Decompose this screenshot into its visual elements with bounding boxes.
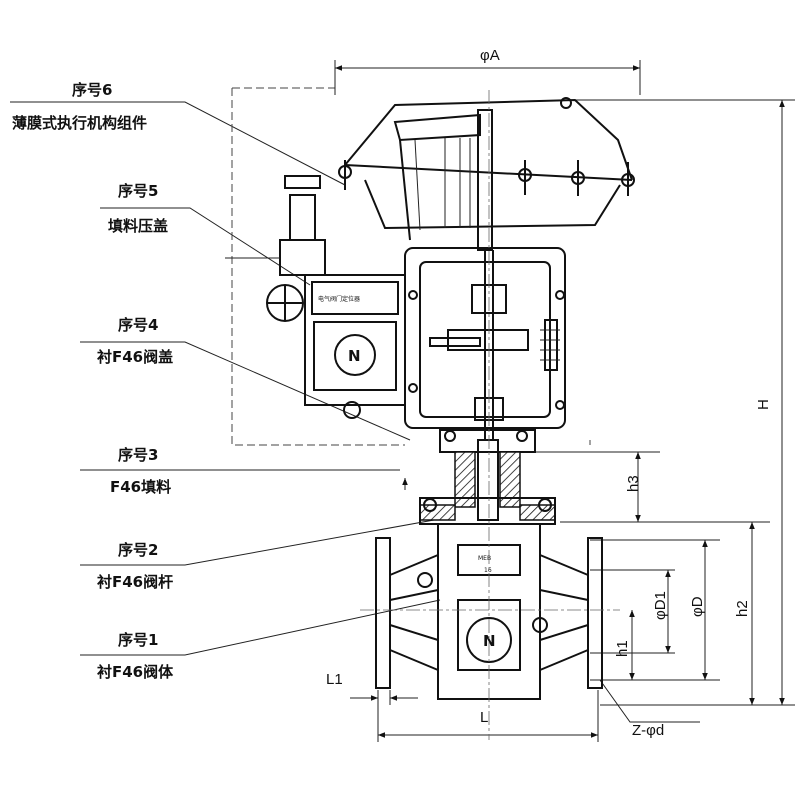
callout-1: 序号1 衬F46阀体 xyxy=(97,631,174,681)
callout-6: 序号6 薄膜式执行机构组件 xyxy=(12,81,147,132)
actuator-envelope-outline xyxy=(231,87,591,446)
callout-3-name: F46填料 xyxy=(110,478,171,496)
callout-1-number: 序号1 xyxy=(118,631,158,649)
callout-4: 序号4 衬F46阀盖 xyxy=(97,316,173,366)
positioner-logo: N xyxy=(348,347,361,365)
dim-L-label: L xyxy=(480,709,488,726)
callout-5-name: 填料压盖 xyxy=(108,217,168,235)
nameplate-top: MEB xyxy=(478,555,491,562)
yoke xyxy=(404,247,566,440)
callout-4-name: 衬F46阀盖 xyxy=(97,348,173,366)
callout-5: 序号5 填料压盖 xyxy=(108,182,168,235)
dim-h3: h3 xyxy=(520,451,770,523)
dim-zphid-label: Z-φd xyxy=(632,722,664,739)
dim-H: H xyxy=(565,99,795,706)
body-logo: N xyxy=(483,632,496,650)
bonnet xyxy=(402,429,556,525)
callout-3-number: 序号3 xyxy=(118,446,158,464)
dim-zphid: Z-φd xyxy=(599,679,700,739)
positioner-label: 电气阀门定位器 xyxy=(318,295,360,303)
dim-L1: L1 xyxy=(326,671,418,705)
dim-h2: h2 xyxy=(734,522,755,705)
valve-positioner: 电气阀门定位器 N xyxy=(225,175,406,419)
dim-flange: φD φD1 h1 xyxy=(590,539,720,681)
dim-L1-label: L1 xyxy=(326,671,343,688)
callout-5-number: 序号5 xyxy=(118,182,158,200)
callout-2-number: 序号2 xyxy=(118,541,158,559)
callout-6-number: 序号6 xyxy=(72,81,112,99)
dim-H-label: H xyxy=(755,399,772,410)
dim-h3-label: h3 xyxy=(625,475,642,492)
nameplate-bottom: 16 xyxy=(484,567,492,574)
dim-phiA-label: φA xyxy=(480,47,500,64)
dim-h1-label: h1 xyxy=(614,640,631,657)
dim-phiD-label: φD xyxy=(689,596,706,617)
dim-h2-label: h2 xyxy=(734,600,751,617)
diaphragm-actuator xyxy=(338,97,635,251)
dim-phiD1-label: φD1 xyxy=(652,591,669,620)
callout-3: 序号3 F46填料 xyxy=(110,446,171,496)
callout-6-name: 薄膜式执行机构组件 xyxy=(12,114,147,132)
dim-phiA: φA xyxy=(334,47,641,95)
leader-lines xyxy=(10,101,446,656)
callout-2: 序号2 衬F46阀杆 xyxy=(97,541,173,591)
dim-L: L xyxy=(377,690,599,742)
callout-4-number: 序号4 xyxy=(118,316,158,334)
callout-1-name: 衬F46阀体 xyxy=(97,663,174,681)
callout-2-name: 衬F46阀杆 xyxy=(97,573,173,591)
